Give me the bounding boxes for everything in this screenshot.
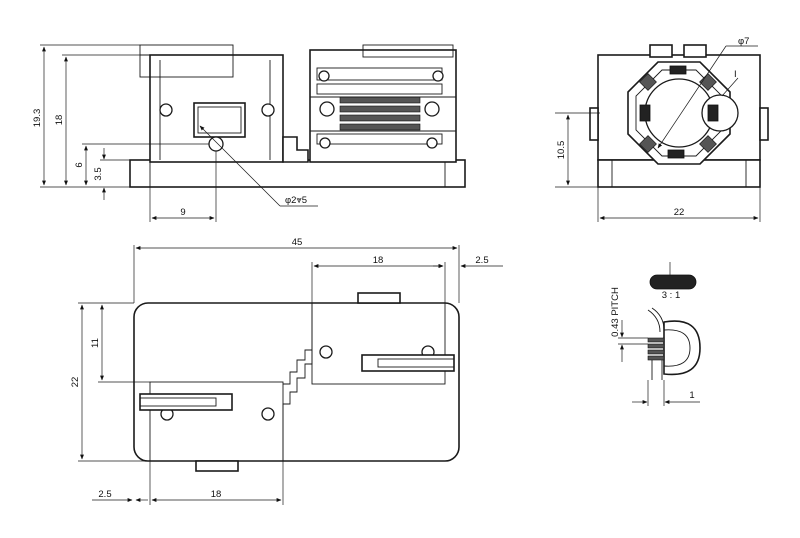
top-left-latch [139,393,233,411]
front-dim-3-5: 3.5 [93,148,130,200]
front-dim-18: 18 [54,54,150,186]
side-dim-22: 22 [597,187,761,222]
front-dim-6: 6 [74,143,209,186]
front-hole-right [261,103,275,117]
svg-text:18: 18 [211,489,222,500]
detail-dim-1: 1 [632,380,700,406]
svg-text:19.3: 19.3 [32,109,43,128]
svg-text:3 : 1: 3 : 1 [662,290,681,301]
svg-text:φ2⩔5: φ2⩔5 [285,195,307,206]
svg-text:10.5: 10.5 [556,141,567,160]
front-base-plate [129,159,466,188]
top-stepped-joint [282,303,313,461]
side-dim-phi7: φ7 [657,36,758,149]
svg-text:45: 45 [292,237,303,248]
side-detail-leader: I [721,69,739,97]
front-dim-19-3: 19.3 [32,44,140,188]
svg-text:18: 18 [373,255,384,266]
detail-pins [647,337,665,361]
front-hole-callout: φ2⩔5 [199,125,318,207]
front-view: 19.3 18 6 3.5 9 φ2⩔5 [32,44,466,222]
svg-text:9: 9 [180,207,185,218]
svg-text:11: 11 [90,338,101,348]
svg-text:1: 1 [689,390,694,401]
top-dim-18-right: 18 [311,255,446,303]
svg-text:22: 22 [70,377,81,388]
front-dim-9: 9 [149,151,217,222]
top-dim-22: 22 [70,302,150,462]
svg-text:6: 6 [74,162,85,167]
svg-text:I: I [734,69,737,80]
side-contact-ring [627,61,739,165]
top-dim-18-left: 18 [151,489,282,502]
front-hole-left [159,103,173,117]
svg-text:22: 22 [674,207,685,218]
detail-contact-body [663,320,701,376]
top-right-latch [361,354,455,372]
front-contact-stack [339,96,421,131]
side-dim-10-5: 10.5 [555,112,600,188]
top-dim-2-5-right: 2.5 [433,255,503,268]
top-view: 45 18 2.5 22 11 2.5 [70,237,503,505]
svg-text:2.5: 2.5 [98,489,111,500]
front-window [193,102,246,138]
svg-text:3.5: 3.5 [93,167,104,180]
svg-text:0.43 PITCH: 0.43 PITCH [610,287,621,337]
top-dim-45: 45 [133,237,460,303]
detail-dim-pitch: 0.43 PITCH [610,287,648,362]
top-dim-2-5-left: 2.5 [92,461,284,505]
detail-label-marker [649,274,697,290]
svg-text:φ7: φ7 [738,36,749,47]
front-mounting-hole [208,136,224,152]
top-dim-11: 11 [90,304,150,383]
side-view: φ7 I 10.5 22 [555,36,769,222]
svg-text:2.5: 2.5 [475,255,488,266]
detail-view: 3 : 1 0.43 PITCH 1 [610,262,701,406]
svg-text:18: 18 [54,115,65,126]
